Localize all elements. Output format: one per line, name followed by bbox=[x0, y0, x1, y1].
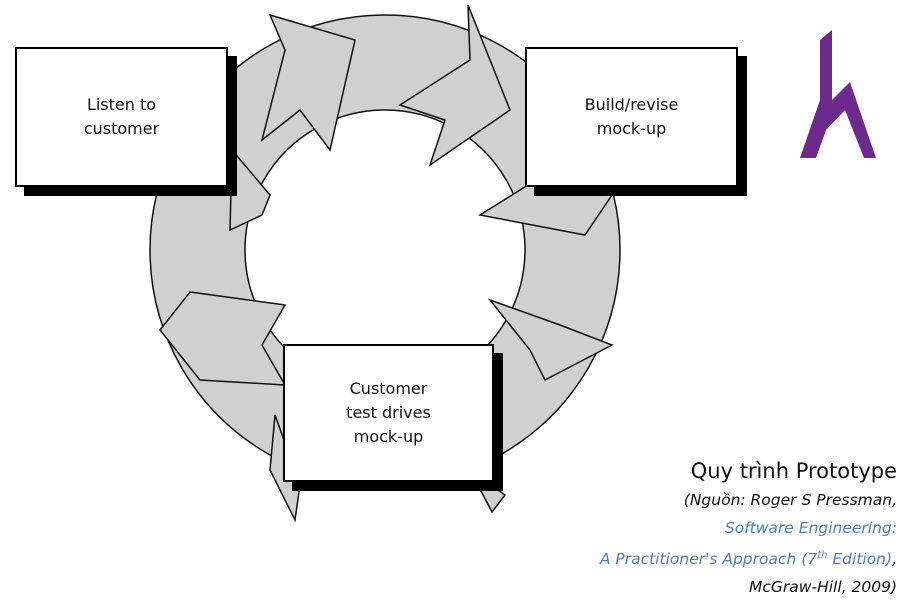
arrow-head-right-upper bbox=[477, 184, 614, 236]
caption-publisher-line: McGraw-Hill, 2009) bbox=[600, 573, 897, 601]
caption-source-prefix: (Nguồn: Roger S Pressman, bbox=[683, 491, 897, 509]
step-test-label: Customer test drives mock-up bbox=[346, 379, 431, 446]
caption-book-line2-a: A Practitioner's Approach (7 bbox=[599, 550, 818, 569]
caption-publisher: McGraw-Hill, 2009) bbox=[749, 578, 897, 597]
step-test-box: Customer test drives mock-up bbox=[283, 344, 494, 482]
arrow-head-left-upper bbox=[229, 148, 271, 232]
caption-book-title-line1: Software Engineering: bbox=[600, 514, 897, 542]
arrow-head-left-lower bbox=[159, 291, 287, 386]
caption-book-line2-b: Edition) bbox=[827, 550, 893, 569]
h-logo-icon bbox=[800, 30, 876, 158]
arrow-head-top-left bbox=[260, 13, 356, 152]
caption-source-line: (Nguồn: Roger S Pressman, bbox=[600, 486, 897, 514]
arrow-head-right-lower bbox=[487, 298, 614, 382]
citation-caption: Quy trình Prototype (Nguồn: Roger S Pres… bbox=[600, 456, 897, 601]
caption-book-line2-comma: , bbox=[892, 550, 897, 569]
step-listen-label: Listen to customer bbox=[83, 95, 160, 138]
caption-book-line1: Software Engineering: bbox=[724, 519, 897, 537]
arrow-head-top-right bbox=[398, 4, 511, 167]
caption-title: Quy trình Prototype bbox=[690, 459, 897, 483]
step-listen-box: Listen to customer bbox=[15, 47, 228, 187]
step-build-box: Build/revise mock-up bbox=[525, 47, 738, 187]
step-build-label: Build/revise mock-up bbox=[584, 95, 679, 138]
caption-book-line2-sup: th bbox=[817, 550, 828, 561]
caption-book-title-line2: A Practitioner's Approach (7th Edition), bbox=[600, 542, 897, 573]
